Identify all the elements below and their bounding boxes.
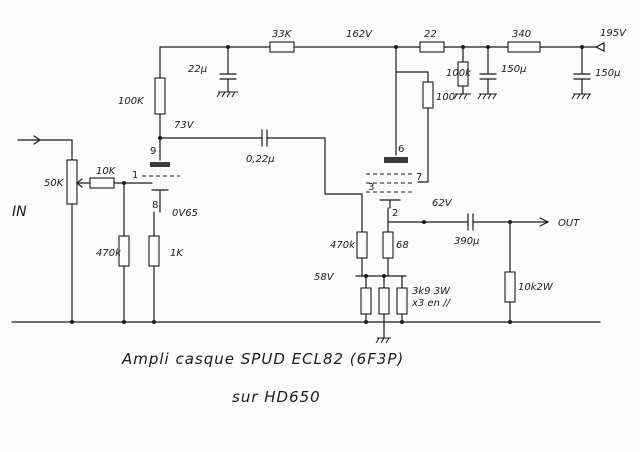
label-33k: 33K <box>272 29 293 40</box>
label-in: IN <box>12 204 27 220</box>
input-network <box>17 135 153 323</box>
label-50k: 50K <box>44 178 65 189</box>
label-162v: 162V <box>346 29 373 40</box>
pentode-symbol <box>366 157 414 209</box>
label-100: 100 <box>436 92 455 103</box>
capacitor-150u-a <box>477 46 497 100</box>
label-3k9-note: x3 en // <box>411 298 451 309</box>
label-62v: 62V <box>432 198 453 209</box>
pentode-anode-network <box>395 46 434 183</box>
resistor-10k <box>89 177 115 189</box>
resistor-3k9-a <box>360 287 372 315</box>
label-pin-7: 7 <box>416 172 422 183</box>
label-470k-left: 470k <box>96 248 122 259</box>
label-470k-right: 470k <box>330 240 356 251</box>
capacitor-22u <box>216 46 238 98</box>
label-73v: 73V <box>174 120 195 131</box>
label-340: 340 <box>512 29 531 40</box>
cathode-1k-group <box>148 211 160 323</box>
pentode-bias-network <box>355 193 408 344</box>
label-pin-3: 3 <box>368 182 374 193</box>
label-pin-8: 8 <box>152 200 158 211</box>
label-100k-side: 100k <box>446 68 472 79</box>
capacitor-150u-b <box>571 46 591 100</box>
potentiometer-50k <box>66 159 78 205</box>
resistor-68 <box>382 231 394 259</box>
label-pin-2: 2 <box>392 208 398 219</box>
label-pin-9: 9 <box>150 146 156 157</box>
resistor-100k-anode <box>154 77 166 115</box>
label-pin-6: 6 <box>398 144 404 155</box>
label-022u: 0,22µ <box>246 154 275 165</box>
resistor-100k-side-group <box>453 46 471 100</box>
capacitor-022u <box>261 129 363 195</box>
label-22: 22 <box>424 29 437 40</box>
label-150u-a: 150µ <box>501 64 526 75</box>
label-0v65: 0V65 <box>172 208 198 219</box>
resistor-3k9-c <box>396 287 408 315</box>
label-out: OUT <box>558 218 580 229</box>
schematic-title: Ampli casque SPUD ECL82 (6F3P) <box>121 350 404 368</box>
label-22u: 22µ <box>188 64 207 75</box>
schematic-subtitle: sur HD650 <box>232 388 321 406</box>
resistor-3k9-b <box>378 287 390 315</box>
resistor-33k <box>269 41 295 53</box>
triode-symbol <box>142 162 180 213</box>
label-100k-anode: 100K <box>118 96 145 107</box>
label-pin-1: 1 <box>132 170 138 181</box>
label-10k: 10K <box>96 166 117 177</box>
resistor-1k <box>148 235 160 267</box>
label-10k2w: 10k2W <box>518 282 554 293</box>
resistor-470k-right <box>356 231 368 259</box>
resistor-100 <box>422 81 434 109</box>
label-58v: 58V <box>314 272 335 283</box>
ground-bus <box>11 320 601 324</box>
label-1k: 1K <box>170 248 184 259</box>
label-390u: 390µ <box>454 236 479 247</box>
resistor-22 <box>419 41 445 53</box>
resistor-340 <box>507 41 541 53</box>
label-195v: 195V <box>600 28 627 39</box>
label-150u-b: 150µ <box>595 68 620 79</box>
output-network <box>387 213 550 323</box>
label-3k9: 3k9 3W <box>412 286 451 297</box>
resistor-10k2w <box>504 271 516 303</box>
triode-anode-load <box>154 46 263 161</box>
label-68: 68 <box>396 240 409 251</box>
